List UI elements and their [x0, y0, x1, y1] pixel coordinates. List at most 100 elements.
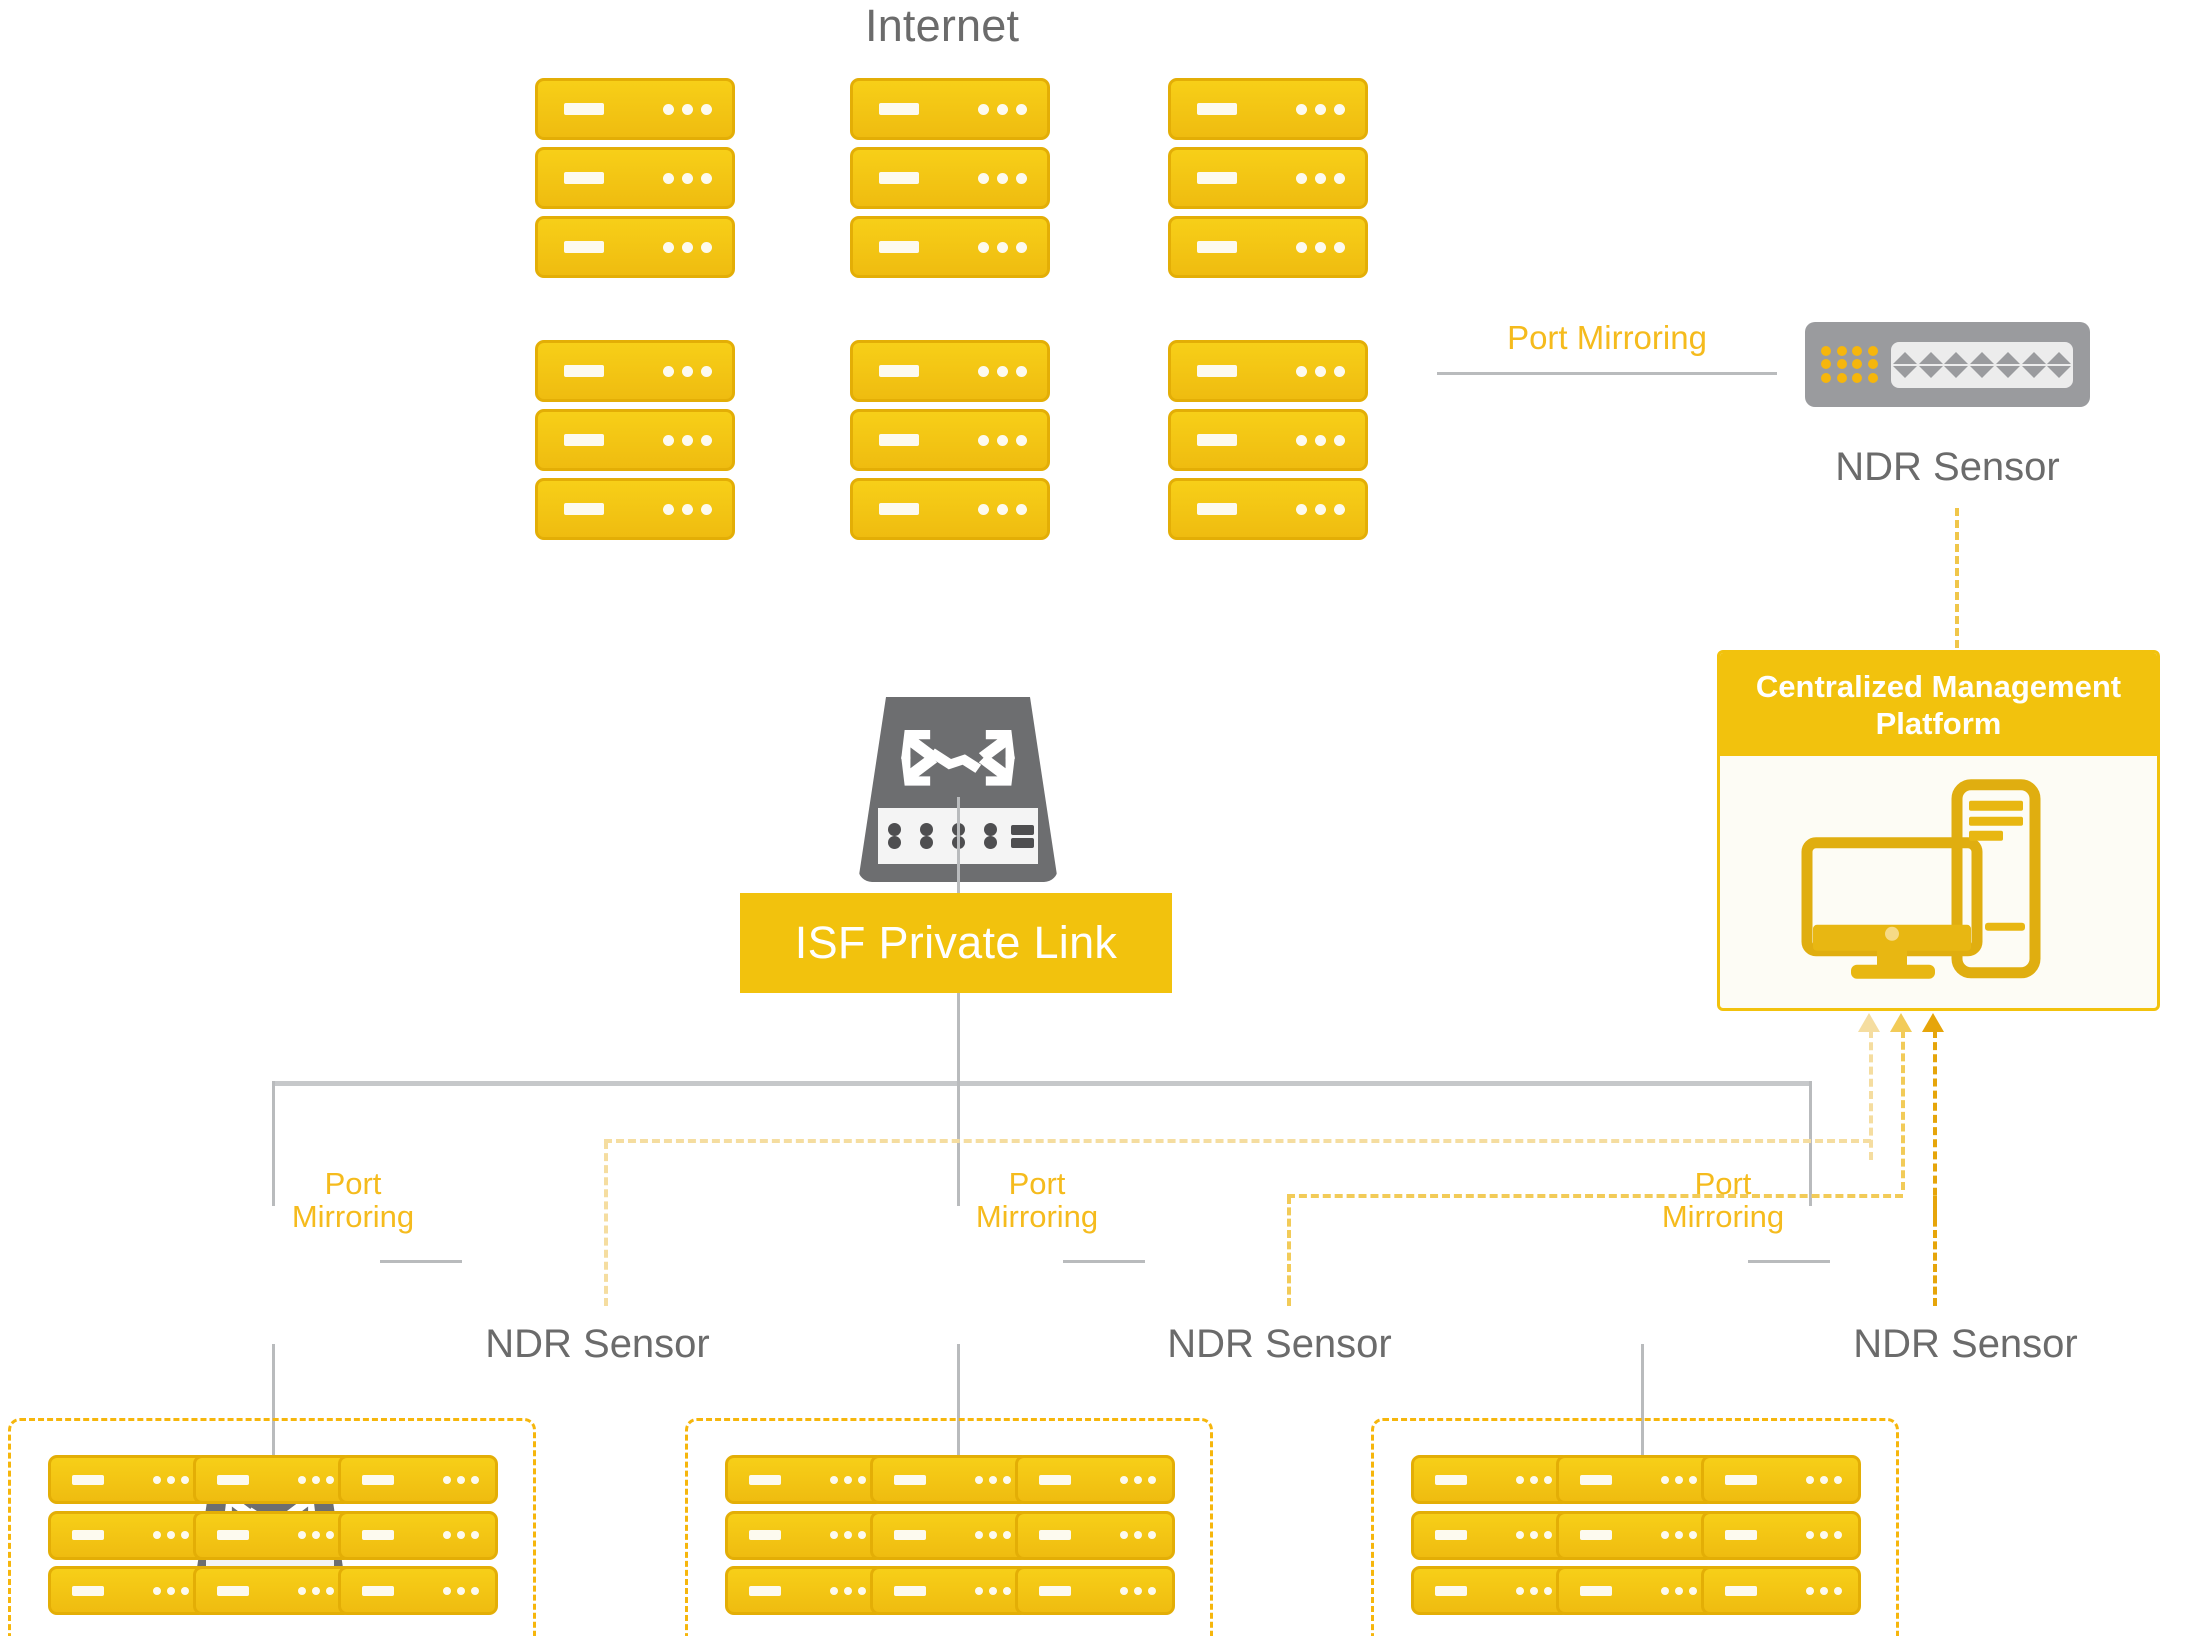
- server-status-bar: [1435, 1530, 1467, 1540]
- connector-core-to-isf: [957, 797, 960, 893]
- server-unit: [338, 1510, 498, 1560]
- server-status-bar: [72, 1585, 104, 1596]
- server-led-dots: [443, 1586, 479, 1595]
- connector-site3-to-platform-vertical: [1933, 1030, 1937, 1220]
- server-led-dots: [978, 435, 1027, 446]
- connector-site2-to-platform-vertical: [1901, 1030, 1905, 1190]
- server-status-bar: [894, 1585, 926, 1596]
- server-unit: [850, 409, 1050, 471]
- server-status-bar: [1580, 1474, 1612, 1485]
- server-status-bar: [1039, 1530, 1071, 1540]
- connector-top-sensor-mirror: [1437, 372, 1777, 375]
- isf-private-link-label: ISF Private Link: [794, 917, 1118, 968]
- server-led-dots: [1296, 366, 1345, 377]
- server-rack-icon[interactable]: [1411, 1455, 1571, 1615]
- connector-top-sensor-to-platform: [1955, 508, 1959, 648]
- server-rack-icon[interactable]: [48, 1455, 208, 1615]
- server-unit: [870, 1510, 1030, 1560]
- server-status-bar: [1039, 1585, 1071, 1596]
- server-led-dots: [443, 1475, 479, 1484]
- server-status-bar: [564, 434, 604, 446]
- server-unit: [725, 1566, 885, 1615]
- port-mirroring-label-site-3: Port Mirroring: [1638, 1167, 1808, 1234]
- server-led-dots: [978, 104, 1027, 115]
- server-status-bar: [879, 103, 919, 115]
- port-mirroring-line-2: Mirroring: [975, 1199, 1099, 1235]
- server-unit: [1411, 1510, 1571, 1560]
- server-unit: [850, 216, 1050, 278]
- server-unit: [850, 478, 1050, 540]
- server-status-bar: [564, 103, 604, 115]
- connector-site1-to-platform-vertical: [1869, 1030, 1873, 1160]
- server-rack-icon[interactable]: [535, 78, 735, 278]
- server-status-bar: [362, 1585, 394, 1596]
- server-unit: [48, 1510, 208, 1560]
- server-led-dots: [1296, 504, 1345, 515]
- connector-site1-sensor-riser: [604, 1141, 608, 1306]
- server-rack-icon[interactable]: [1168, 340, 1368, 540]
- connector-site1-sensor-horizontal: [604, 1139, 1871, 1143]
- server-led-dots: [1661, 1531, 1697, 1539]
- server-rack-icon[interactable]: [850, 78, 1050, 278]
- server-status-bar: [72, 1530, 104, 1540]
- server-unit: [1015, 1566, 1175, 1615]
- server-unit: [535, 409, 735, 471]
- ndr-sensor-internet-label: NDR Sensor: [1835, 445, 2060, 489]
- connector-bus-to-switch-2: [957, 1081, 960, 1206]
- port-mirroring-line-1: Port: [324, 1166, 382, 1201]
- server-unit: [725, 1455, 885, 1504]
- server-rack-icon[interactable]: [535, 340, 735, 540]
- server-led-dots: [1661, 1586, 1697, 1595]
- server-rack-icon[interactable]: [1168, 78, 1368, 278]
- server-status-bar: [749, 1585, 781, 1596]
- server-unit: [1411, 1566, 1571, 1615]
- server-status-bar: [879, 365, 919, 377]
- connector-site2-sensor-horizontal: [1287, 1194, 1903, 1198]
- server-rack-icon[interactable]: [850, 340, 1050, 540]
- server-status-bar: [217, 1474, 249, 1485]
- server-status-bar: [362, 1474, 394, 1485]
- arrowhead-site2-to-platform: [1890, 1013, 1912, 1032]
- server-unit: [1701, 1566, 1861, 1615]
- server-led-dots: [830, 1475, 866, 1484]
- server-status-bar: [749, 1530, 781, 1540]
- network-switch-icon: [900, 723, 1016, 786]
- server-unit: [870, 1566, 1030, 1615]
- server-status-bar: [1580, 1530, 1612, 1540]
- server-unit: [535, 340, 735, 402]
- server-unit: [193, 1455, 353, 1504]
- server-status-bar: [564, 503, 604, 515]
- server-rack-icon[interactable]: [1556, 1455, 1716, 1615]
- server-led-dots: [978, 242, 1027, 253]
- server-rack-icon[interactable]: [338, 1455, 498, 1615]
- port-mirroring-line-1: Port: [1694, 1166, 1752, 1201]
- server-led-dots: [830, 1531, 866, 1539]
- server-rack-icon[interactable]: [725, 1455, 885, 1615]
- connector-site2-switch-to-servers: [957, 1344, 960, 1484]
- server-led-dots: [153, 1475, 189, 1484]
- server-led-dots: [975, 1475, 1011, 1484]
- server-rack-icon[interactable]: [870, 1455, 1030, 1615]
- server-rack-icon[interactable]: [1701, 1455, 1861, 1615]
- ndr-sensor-internet[interactable]: [1805, 322, 2090, 407]
- server-led-dots: [663, 504, 712, 515]
- server-status-bar: [1197, 503, 1237, 515]
- isf-private-link-box: ISF Private Link: [740, 893, 1172, 993]
- server-led-dots: [153, 1531, 189, 1539]
- sensor-led-grid: [1818, 344, 1881, 385]
- server-rack-icon[interactable]: [193, 1455, 353, 1615]
- server-status-bar: [879, 172, 919, 184]
- server-led-dots: [1120, 1531, 1156, 1539]
- server-unit: [1701, 1455, 1861, 1504]
- port-mirroring-line-2: Mirroring: [291, 1199, 415, 1235]
- server-led-dots: [663, 435, 712, 446]
- server-unit: [1015, 1510, 1175, 1560]
- centralized-management-platform[interactable]: Centralized Management Platform: [1717, 650, 2160, 1011]
- server-rack-icon[interactable]: [1015, 1455, 1175, 1615]
- server-led-dots: [1296, 435, 1345, 446]
- server-unit: [725, 1510, 885, 1560]
- server-unit: [1556, 1455, 1716, 1504]
- connector-site1-switch-to-sensor: [380, 1260, 462, 1263]
- server-led-dots: [1516, 1586, 1552, 1595]
- server-unit: [850, 340, 1050, 402]
